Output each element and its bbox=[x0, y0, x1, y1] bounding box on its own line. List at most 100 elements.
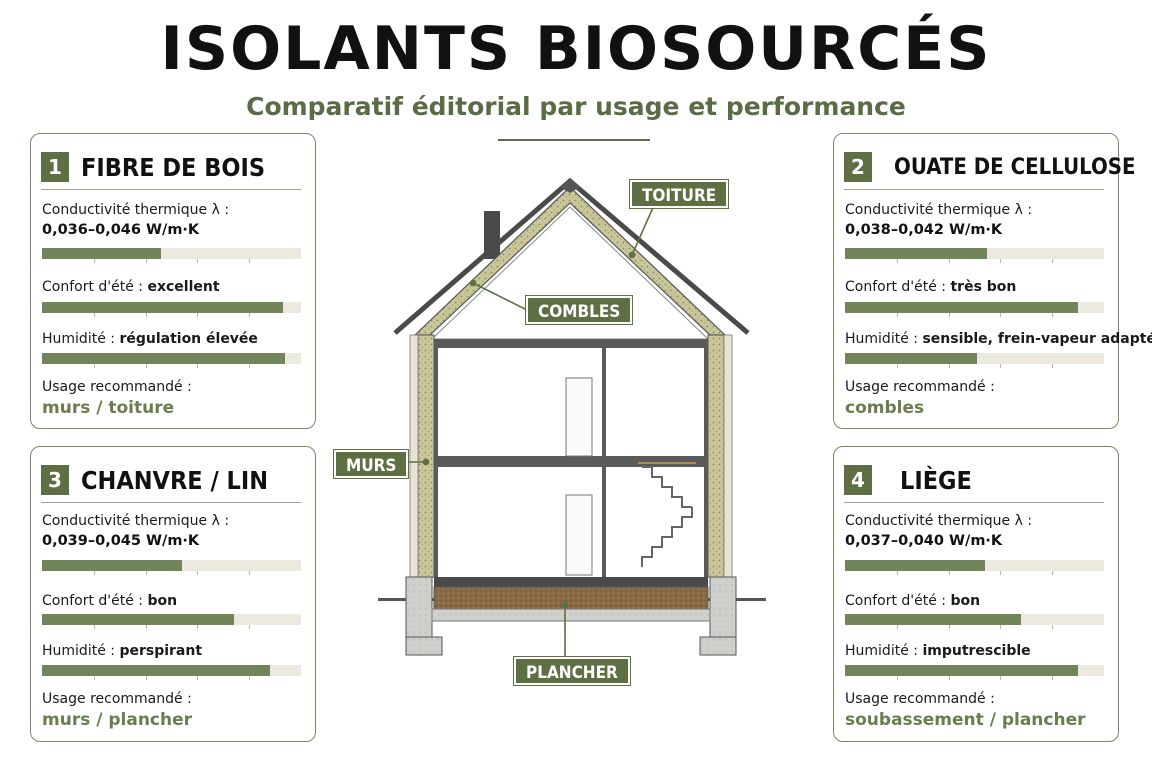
wall-insulation-right bbox=[707, 334, 725, 578]
summer-comfort: Confort d'été : bon bbox=[42, 593, 177, 609]
summer-comfort: Confort d'été : excellent bbox=[42, 279, 220, 295]
walls-leader-dot bbox=[422, 458, 430, 466]
door-upper bbox=[565, 377, 593, 457]
bar-tick bbox=[896, 313, 898, 317]
foundation-right bbox=[709, 576, 737, 638]
bar-tick bbox=[896, 364, 898, 368]
conductivity-bar-fill bbox=[42, 560, 182, 571]
card-number: 4 bbox=[844, 465, 872, 495]
conductivity-bar bbox=[42, 560, 301, 575]
roof-leader-dot bbox=[628, 251, 636, 259]
summer-comfort: Confort d'été : très bon bbox=[845, 279, 1016, 295]
usage-value: combles bbox=[845, 398, 925, 418]
bar-tick bbox=[1052, 364, 1054, 368]
summer-comfort-bar-fill bbox=[845, 302, 1079, 313]
conductivity-bar-fill bbox=[845, 248, 988, 259]
bar-tick bbox=[948, 676, 950, 680]
summer-comfort-bar bbox=[42, 614, 301, 629]
conductivity-value: 0,037–0,040 W/m·K bbox=[845, 533, 1003, 549]
usage-value: murs / toiture bbox=[42, 398, 175, 418]
card-ouate-de-cellulose: 2 OUATE DE CELLULOSE Conductivité thermi… bbox=[833, 133, 1152, 429]
bar-tick bbox=[249, 259, 251, 263]
partition-upper bbox=[602, 348, 606, 456]
humidity-value: sensible, frein-vapeur adapté bbox=[922, 331, 1152, 347]
summer-comfort-bar-fill bbox=[42, 614, 234, 625]
bar-tick bbox=[197, 625, 199, 629]
humidity-label: Humidité : bbox=[42, 643, 115, 659]
attic-leader-line bbox=[472, 282, 528, 311]
usage-label: Usage recommandé : bbox=[845, 379, 995, 395]
bar-tick bbox=[93, 571, 95, 575]
humidity-bar-fill bbox=[845, 353, 978, 364]
summer-comfort-value: très bon bbox=[950, 279, 1017, 295]
staircase bbox=[638, 462, 696, 567]
bar-tick bbox=[249, 676, 251, 680]
conductivity-bar-fill bbox=[42, 248, 162, 259]
bar-tick bbox=[948, 364, 950, 368]
intermediate-slab bbox=[434, 456, 708, 467]
roof-ridge bbox=[560, 179, 580, 193]
tag-combles: COMBLES bbox=[524, 295, 634, 325]
humidity-label: Humidité : bbox=[845, 331, 918, 347]
bar-tick bbox=[1000, 313, 1002, 317]
usage-label: Usage recommandé : bbox=[42, 379, 192, 395]
card-header: 2 OUATE DE CELLULOSE bbox=[844, 148, 1136, 190]
humidity-value: imputrescible bbox=[922, 643, 1031, 659]
card-title: FIBRE DE BOIS bbox=[81, 153, 266, 182]
card-number: 1 bbox=[41, 152, 69, 182]
wall-cladding-right bbox=[723, 334, 733, 578]
bar-tick bbox=[93, 259, 95, 263]
conductivity-label: Conductivité thermique λ : bbox=[845, 513, 1033, 529]
summer-comfort-value: bon bbox=[147, 593, 178, 609]
bar-tick bbox=[145, 571, 147, 575]
usage-label: Usage recommandé : bbox=[845, 691, 995, 707]
page-subtitle: Comparatif éditorial par usage et perfor… bbox=[246, 92, 906, 121]
usage-label: Usage recommandé : bbox=[42, 691, 192, 707]
bar-tick bbox=[1052, 676, 1054, 680]
humidity-bar bbox=[42, 353, 301, 368]
ground-slab bbox=[434, 577, 708, 587]
bar-tick bbox=[249, 313, 251, 317]
humidity: Humidité : imputrescible bbox=[845, 643, 1031, 659]
bar-tick bbox=[1052, 259, 1054, 263]
card-title: CHANVRE / LIN bbox=[81, 466, 269, 495]
bar-tick bbox=[948, 625, 950, 629]
bar-tick bbox=[197, 259, 199, 263]
bar-tick bbox=[249, 364, 251, 368]
usage-value: murs / plancher bbox=[42, 710, 193, 730]
bar-tick bbox=[197, 571, 199, 575]
bar-tick bbox=[1000, 259, 1002, 263]
wall-cladding-left bbox=[409, 334, 419, 578]
footing-left bbox=[405, 636, 443, 656]
bar-tick bbox=[1000, 625, 1002, 629]
tag-murs: MURS bbox=[332, 449, 410, 479]
conductivity-value: 0,039–0,045 W/m·K bbox=[42, 533, 200, 549]
summer-comfort-label: Confort d'été : bbox=[42, 279, 144, 295]
summer-comfort-label: Confort d'été : bbox=[845, 279, 947, 295]
conductivity-bar bbox=[845, 560, 1104, 575]
card-title: LIÈGE bbox=[900, 466, 972, 495]
floor-insulation bbox=[433, 586, 709, 610]
bar-tick bbox=[93, 364, 95, 368]
humidity: Humidité : perspirant bbox=[42, 643, 202, 659]
house-cross-section bbox=[378, 177, 766, 657]
bar-tick bbox=[1000, 676, 1002, 680]
bar-tick bbox=[948, 313, 950, 317]
humidity-value: perspirant bbox=[119, 643, 203, 659]
card-header: 1 FIBRE DE BOIS bbox=[41, 148, 301, 190]
bar-tick bbox=[93, 625, 95, 629]
humidity-bar-fill bbox=[845, 665, 1079, 676]
bar-tick bbox=[249, 571, 251, 575]
humidity-bar bbox=[845, 665, 1104, 680]
summer-comfort-label: Confort d'été : bbox=[845, 593, 947, 609]
humidity-label: Humidité : bbox=[42, 331, 115, 347]
usage-value: soubassement / plancher bbox=[845, 710, 1086, 730]
conductivity-value: 0,036–0,046 W/m·K bbox=[42, 222, 200, 238]
summer-comfort-bar-fill bbox=[42, 302, 283, 313]
bar-tick bbox=[93, 676, 95, 680]
bar-tick bbox=[145, 676, 147, 680]
bar-tick bbox=[197, 313, 199, 317]
summer-comfort-label: Confort d'été : bbox=[42, 593, 144, 609]
card-fibre-de-bois: 1 FIBRE DE BOIS Conductivité thermique λ… bbox=[30, 133, 316, 429]
summer-comfort-bar-fill bbox=[845, 614, 1022, 625]
